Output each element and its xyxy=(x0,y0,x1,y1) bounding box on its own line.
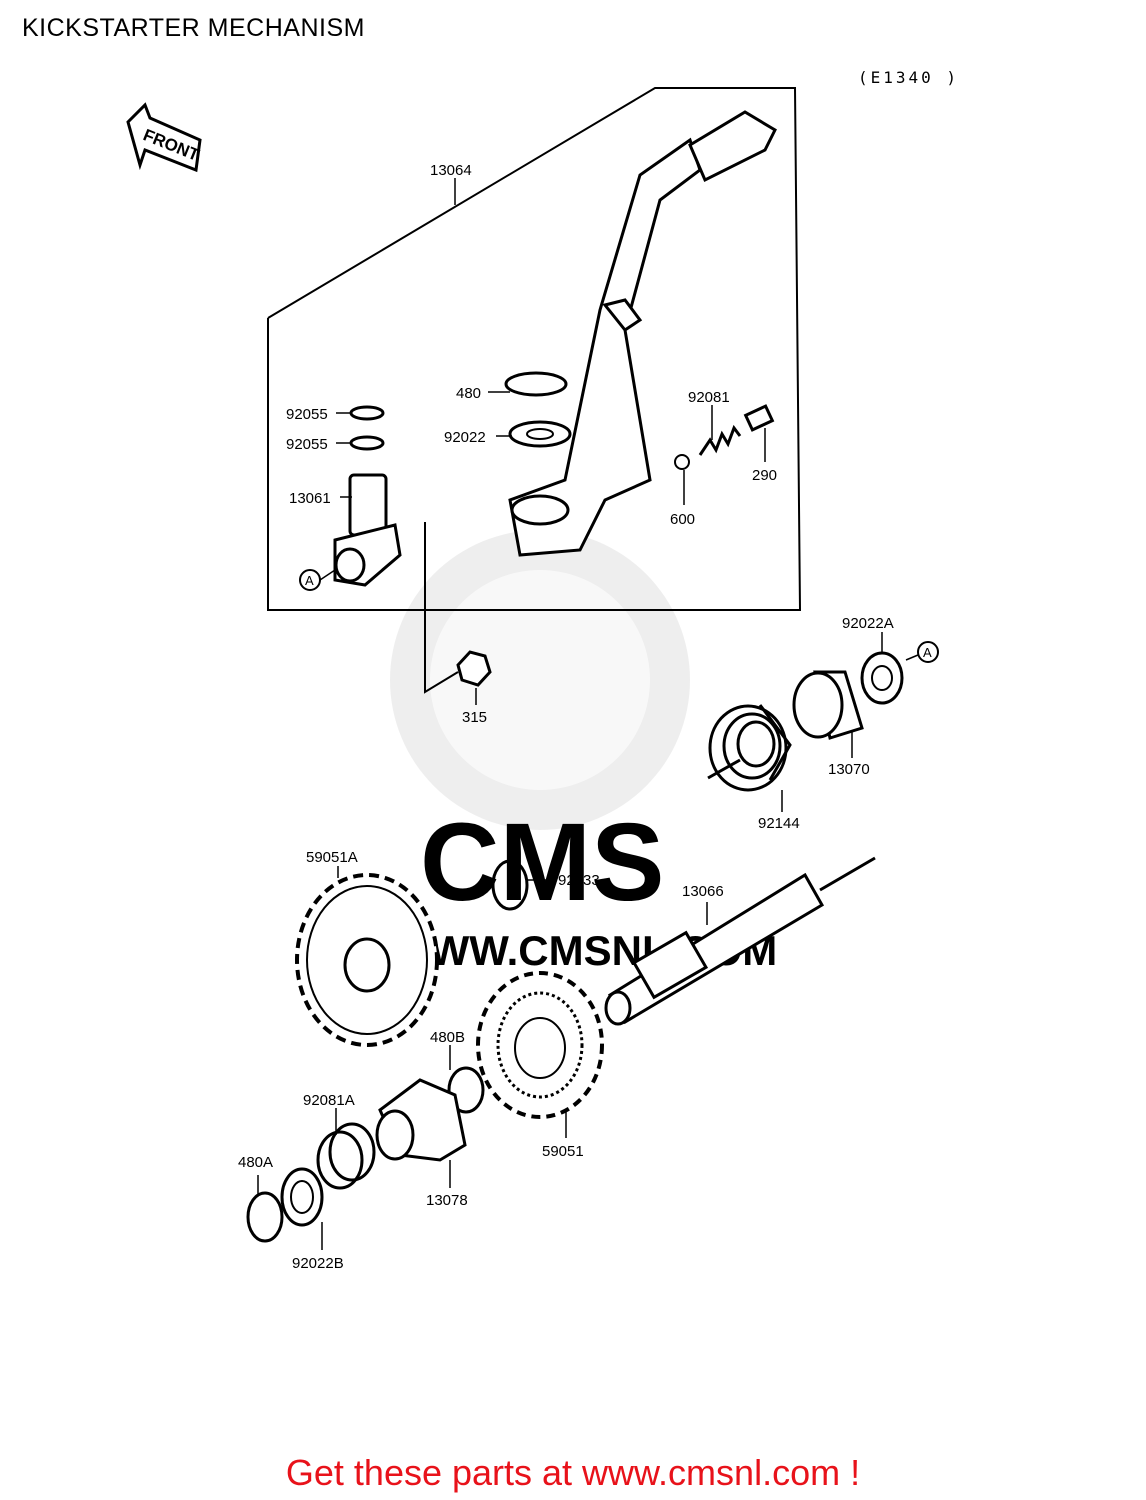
circlip-480A xyxy=(246,1191,284,1243)
circlip-480 xyxy=(504,371,568,397)
nut-guide-line xyxy=(424,522,459,694)
part-label-13066: 13066 xyxy=(682,883,724,900)
washer-92022 xyxy=(508,420,572,448)
part-label-59051: 59051 xyxy=(542,1143,584,1160)
gear-59051 xyxy=(476,971,604,1119)
nut-315 xyxy=(456,650,492,687)
shaft-13061 xyxy=(333,473,402,587)
part-label-92055-upper: 92055 xyxy=(286,406,328,423)
ref-marker-left: A xyxy=(299,569,321,591)
part-label-92022A: 92022A xyxy=(842,615,894,632)
shaft-13066 xyxy=(604,856,876,1026)
washer-92022A xyxy=(860,651,904,705)
kickstarter-diagram: CMS WWW.CMSNL.COM FRONT xyxy=(126,87,939,1272)
part-label-92144: 92144 xyxy=(758,815,800,832)
ref-marker-right: A xyxy=(917,641,939,663)
part-label-92033: 92033 xyxy=(558,872,600,889)
ratchet-13078 xyxy=(375,1078,467,1162)
oring-92055-lower xyxy=(349,435,385,451)
part-label-480B: 480B xyxy=(430,1029,465,1046)
part-label-600: 600 xyxy=(670,511,695,528)
ref-marker-left-text: A xyxy=(305,573,314,588)
part-label-92022B: 92022B xyxy=(292,1255,344,1272)
oring-92055-upper xyxy=(349,405,385,421)
part-label-59051A: 59051A xyxy=(306,849,358,866)
part-label-480A: 480A xyxy=(238,1154,273,1171)
plug-290 xyxy=(743,404,775,432)
ball-600 xyxy=(674,454,690,470)
kick-pedal-lever xyxy=(508,110,777,557)
part-label-13070: 13070 xyxy=(828,761,870,778)
part-label-92022: 92022 xyxy=(444,429,486,446)
part-label-315: 315 xyxy=(462,709,487,726)
part-label-480: 480 xyxy=(456,385,481,402)
collar-13070 xyxy=(792,670,864,740)
leader-lines xyxy=(257,178,919,1250)
part-label-290: 290 xyxy=(752,467,777,484)
front-arrow: FRONT xyxy=(126,102,202,173)
circlip-92033 xyxy=(491,859,529,911)
part-label-13061: 13061 xyxy=(289,490,331,507)
diagram-code: (E1340 ) xyxy=(858,68,960,87)
circlip-480B xyxy=(447,1066,485,1114)
spring-92081 xyxy=(698,424,742,456)
footer-link[interactable]: Get these parts at www.cmsnl.com ! xyxy=(285,1452,861,1493)
part-label-92081A: 92081A xyxy=(303,1092,355,1109)
spring-92144 xyxy=(707,704,792,792)
assembly-outline xyxy=(267,87,802,611)
ref-marker-right-text: A xyxy=(923,645,932,660)
page-title: KICKSTARTER MECHANISM xyxy=(22,14,365,42)
part-label-92081: 92081 xyxy=(688,389,730,406)
part-label-13078: 13078 xyxy=(426,1192,468,1209)
part-label-13064: 13064 xyxy=(430,162,472,179)
watermark-logo: CMS xyxy=(420,801,664,924)
washer-92022B xyxy=(280,1167,324,1227)
part-label-92055-lower: 92055 xyxy=(286,436,328,453)
spring-92081A xyxy=(316,1122,376,1190)
gear-59051A xyxy=(295,873,439,1047)
watermark: CMS WWW.CMSNL.COM xyxy=(390,530,777,974)
